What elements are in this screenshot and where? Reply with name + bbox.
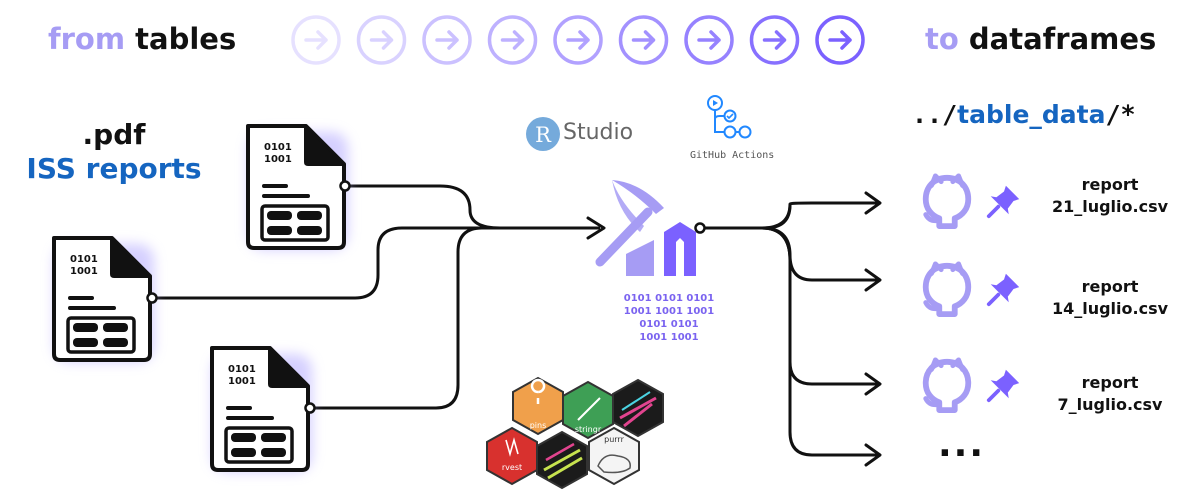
file-label-line2: 14_luglio.csv — [1051, 299, 1169, 318]
svg-text:pins: pins — [530, 421, 547, 430]
arrow-circle-icon — [749, 15, 800, 65]
connector-line — [761, 226, 878, 457]
purrr-hex-icon: purrr — [588, 426, 640, 486]
from-tables-heading: from tables — [48, 22, 236, 56]
output-file-label: report 14_luglio.csv — [1040, 276, 1180, 320]
input-title: .pdf ISS reports — [24, 118, 204, 186]
input-title-line2: ISS reports — [26, 152, 202, 185]
arrow-circle-icon — [422, 15, 472, 65]
connector-line — [310, 226, 600, 410]
github-icon — [926, 176, 969, 226]
github-actions-label: GitHub Actions — [690, 150, 775, 161]
output-file-label: report 7_luglio.csv — [1040, 372, 1180, 416]
output-row-icons — [926, 176, 1022, 410]
file-label-line1: report — [1081, 175, 1139, 194]
github-icon — [926, 360, 969, 410]
output-file-label: report 21_luglio.csv — [1040, 174, 1180, 218]
pdf-file-icon — [210, 346, 312, 472]
binary-row: 0101 0101 — [639, 319, 699, 330]
pin-icon — [986, 183, 1022, 219]
file-label-line2: 7_luglio.csv — [1057, 395, 1163, 414]
arrow-circle-icon — [553, 15, 603, 65]
pickaxe-icon — [595, 180, 664, 267]
arrow-circle-icon — [618, 15, 669, 65]
more-files-ellipsis: ... — [938, 424, 986, 465]
binary-line: 0101 — [264, 142, 292, 153]
file-binary-text: 0101 1001 — [228, 364, 256, 388]
pdf-file-icon — [246, 124, 348, 250]
to-word: to — [925, 22, 959, 56]
rvest-hex-icon: rvest — [486, 426, 538, 486]
arrow-circle-icon — [684, 15, 734, 65]
binary-row: 0101 0101 0101 — [623, 293, 715, 304]
output-folder-path: ../table_data/* — [912, 100, 1136, 129]
binary-line: 0101 — [228, 364, 256, 375]
processor-binary-text: 0101 0101 0101 1001 1001 1001 0101 0101 … — [614, 292, 724, 344]
folder-name: table_data — [957, 100, 1106, 129]
binary-line: 1001 — [228, 376, 256, 387]
folder-suffix: /* — [1105, 100, 1136, 129]
arrow-circle-icon — [356, 15, 407, 65]
tables-word: tables — [135, 22, 237, 56]
arrow-head — [864, 372, 882, 396]
r-package-hex-stickers: pins stringr rvest purrr — [486, 376, 664, 490]
connector-line — [152, 226, 600, 300]
file-binary-text: 0101 1001 — [264, 142, 292, 166]
pins-hex-icon: pins — [512, 376, 564, 436]
github-actions-icon — [707, 95, 752, 139]
connector-dot — [339, 180, 351, 192]
arrow-head — [864, 268, 882, 292]
connector-dot — [304, 402, 316, 414]
arrow-circle-icon — [487, 15, 538, 65]
binary-row: 1001 1001 — [639, 332, 699, 343]
binary-line: 1001 — [70, 266, 98, 277]
rstudio-logo: R — [526, 117, 560, 151]
pin-icon — [986, 271, 1022, 307]
arrow-head — [586, 216, 606, 240]
binary-line: 0101 — [70, 254, 98, 265]
to-dataframes-heading: to dataframes — [925, 22, 1156, 56]
from-word: from — [48, 22, 126, 56]
file-binary-text: 0101 1001 — [70, 254, 98, 278]
connector-line — [700, 201, 878, 230]
binary-row: 1001 1001 1001 — [623, 306, 715, 317]
svg-text:stringr: stringr — [575, 425, 602, 434]
file-label-line1: report — [1081, 373, 1139, 392]
rstudio-label: Studio — [563, 120, 634, 145]
dplyr-hex-icon — [612, 378, 664, 438]
pin-icon — [986, 367, 1022, 403]
github-icon — [926, 264, 969, 314]
file-label-line2: 21_luglio.csv — [1051, 197, 1169, 216]
svg-text:purrr: purrr — [604, 435, 624, 444]
binary-line: 1001 — [264, 154, 292, 165]
file-label-line1: report — [1081, 277, 1139, 296]
stringr-hex-icon: stringr — [562, 380, 614, 440]
arrow-head — [864, 443, 882, 467]
connector-line — [761, 226, 878, 386]
connector-dot — [694, 222, 706, 234]
input-title-line1: .pdf — [82, 118, 146, 151]
svg-text:R: R — [535, 123, 552, 147]
progress-arrows — [291, 15, 865, 65]
processor-building-icon — [626, 222, 696, 276]
dataframes-word: dataframes — [968, 22, 1157, 56]
folder-prefix: ../ — [912, 100, 958, 129]
arrow-circle-icon — [815, 15, 865, 65]
connector-dot — [146, 292, 158, 304]
tidyr-hex-icon — [536, 430, 588, 490]
connector-line — [345, 184, 595, 230]
arrow-head — [864, 191, 882, 215]
pdf-file-icon — [52, 236, 154, 362]
svg-text:rvest: rvest — [502, 463, 522, 472]
arrow-circle-icon — [291, 15, 341, 65]
